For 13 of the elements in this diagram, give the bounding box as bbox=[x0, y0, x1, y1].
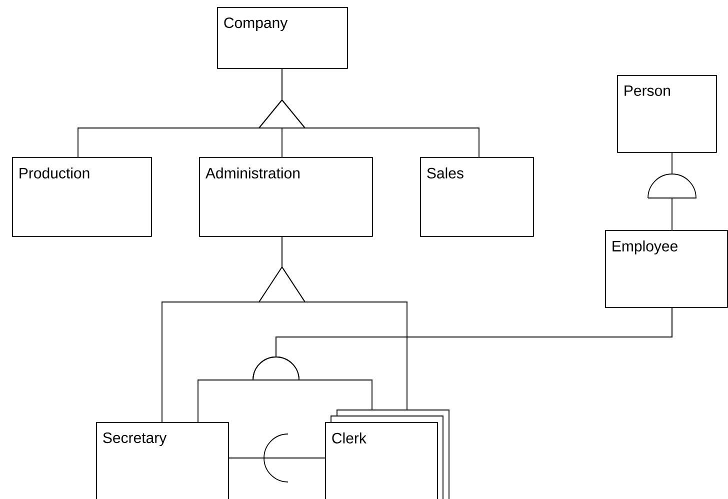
class-box: Sales bbox=[420, 157, 534, 237]
class-box: Secretary bbox=[96, 422, 229, 499]
class-box: Production bbox=[12, 157, 152, 237]
class-box: Company bbox=[217, 7, 348, 69]
class-stack-box: Clerk bbox=[325, 410, 450, 499]
class-box: Person bbox=[617, 75, 717, 153]
connector bbox=[258, 68, 480, 158]
connector bbox=[258, 236, 408, 410]
connector bbox=[252, 307, 672, 410]
connector bbox=[228, 434, 326, 482]
connector bbox=[648, 152, 696, 230]
class-box: Employee bbox=[605, 230, 728, 308]
class-box: Administration bbox=[199, 157, 373, 237]
